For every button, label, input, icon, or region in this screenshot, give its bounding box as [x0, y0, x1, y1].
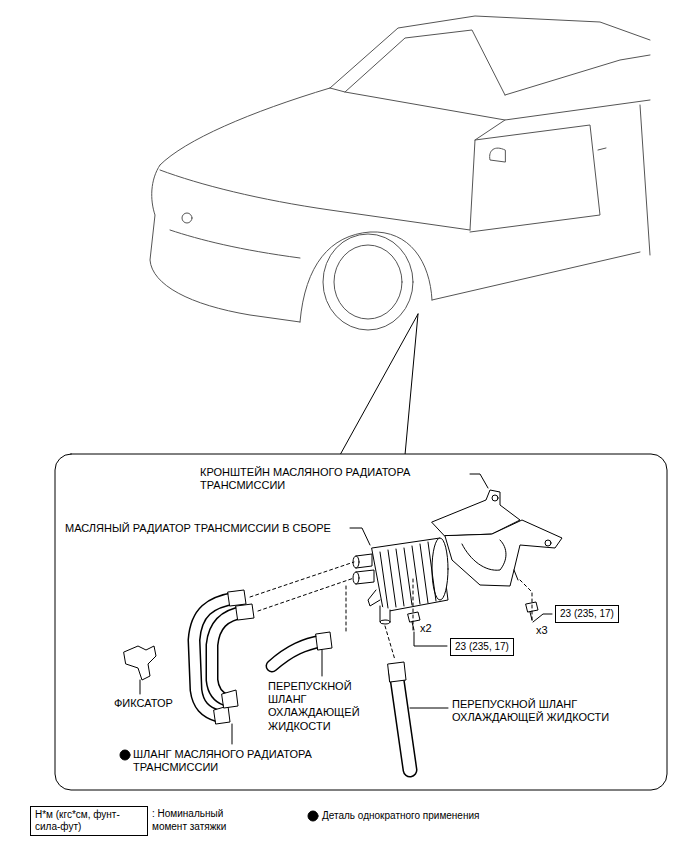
torque-box: 23 (235, 17) [555, 605, 619, 623]
car-outline [345, 30, 505, 95]
torque-value: 23 (235, 17) [455, 641, 509, 653]
car-outline [150, 165, 300, 322]
car-outline [432, 252, 640, 300]
oil-cooler-hose [236, 604, 254, 620]
car-outline [470, 125, 600, 232]
torque-value: 23 (235, 17) [560, 608, 614, 620]
bypass-hose [396, 672, 410, 770]
leader-lines [414, 632, 447, 646]
car-outline [160, 170, 470, 230]
callout-lines [340, 314, 418, 455]
bypass-hose [316, 632, 332, 650]
bracket-drawing [445, 520, 562, 586]
car-outline [330, 88, 650, 120]
leader-lines [232, 724, 233, 744]
leader-lines [533, 614, 552, 622]
car-outline [334, 245, 402, 319]
one-time-use-dot [120, 750, 130, 760]
bracket-drawing [545, 540, 551, 546]
oil-cooler-drawing [380, 620, 390, 624]
oil-cooler-hose [222, 690, 238, 708]
bypass-hose [388, 662, 406, 682]
guide-lines [520, 580, 532, 620]
oil-cooler-drawing [353, 538, 448, 624]
detail-panel [55, 454, 667, 790]
oil-cooler-drawing [353, 572, 359, 584]
car-outline [300, 232, 432, 322]
part-name: ПЕРЕПУСКНОЙ ШЛАНГ ОХЛАЖДАЮЩЕЙ ЖИДКОСТИ [452, 698, 627, 724]
guide-lines [385, 626, 395, 660]
car-outline [598, 148, 606, 150]
oil-cooler-drawing [368, 590, 380, 606]
guide-lines [346, 586, 347, 632]
legend-entry: : Номинальный момент затяжки [152, 808, 250, 833]
quantity-mark: x2 [420, 622, 432, 635]
legend-text: Деталь однократного применения [322, 810, 479, 821]
car-outline [150, 16, 650, 330]
callout-lines [340, 314, 418, 455]
car-outline [160, 88, 330, 165]
part-name: ШЛАНГ МАСЛЯНОГО РАДИАТОРА ТРАНСМИССИИ [133, 748, 325, 774]
oil-cooler-hose [214, 706, 230, 724]
legend-text: : Номинальный момент затяжки [152, 808, 226, 832]
leader-lines [350, 528, 370, 545]
bracket-drawing [462, 540, 506, 570]
part-name: КРОНШТЕЙН МАСЛЯНОГО РАДИАТОРА ТРАНСМИССИ… [200, 466, 425, 492]
unit-text: Н*м (кгс*см, фунт-сила-фут) [35, 809, 143, 833]
car-outline [323, 234, 413, 330]
one-time-use-dot [308, 811, 318, 821]
oil-cooler-drawing [372, 538, 448, 612]
leader-lines [140, 680, 141, 694]
bolt-drawing [408, 612, 420, 622]
oil-cooler-hose [212, 612, 244, 700]
bracket-drawing [492, 495, 498, 501]
car-outline [182, 213, 192, 223]
part-name: ФИКСАТОР [114, 697, 173, 710]
leader-lines [470, 474, 488, 488]
bracket-drawing [432, 490, 562, 586]
oil-cooler-hose [194, 590, 254, 724]
part-name: ПЕРЕПУСКНОЙ ШЛАНГ ОХЛАЖДАЮЩЕЙ ЖИДКОСТИ [268, 680, 368, 733]
legend-unit-box: Н*м (кгс*см, фунт-сила-фут) [30, 806, 148, 836]
oil-cooler-hose [228, 590, 246, 606]
guide-lines [258, 578, 354, 611]
guide-lines [413, 576, 414, 630]
guide-lines [250, 562, 354, 597]
oil-cooler-hose [212, 612, 244, 700]
leader-lines [322, 650, 323, 676]
leader-lines [410, 708, 448, 709]
clip-drawing [124, 646, 156, 680]
callout-lines [405, 314, 418, 455]
bypass-hose [272, 641, 322, 666]
bypass-hose [396, 672, 410, 770]
part-name: МАСЛЯНЫЙ РАДИАТОР ТРАНСМИССИИ В СБОРЕ [65, 522, 331, 535]
car-outline [505, 55, 650, 95]
legend-entry: Деталь однократного применения [322, 810, 522, 823]
car-outline [490, 148, 505, 162]
oil-cooler-drawing [380, 542, 436, 608]
torque-box: 23 (235, 17) [450, 638, 514, 656]
bypass-hose [272, 641, 322, 666]
quantity-mark: x3 [536, 624, 548, 637]
clip-drawing [124, 646, 156, 680]
car-outline [170, 230, 300, 258]
bracket-drawing [514, 570, 518, 580]
car-outline [330, 16, 650, 88]
guide-lines [250, 562, 532, 660]
car-outline [640, 105, 650, 255]
